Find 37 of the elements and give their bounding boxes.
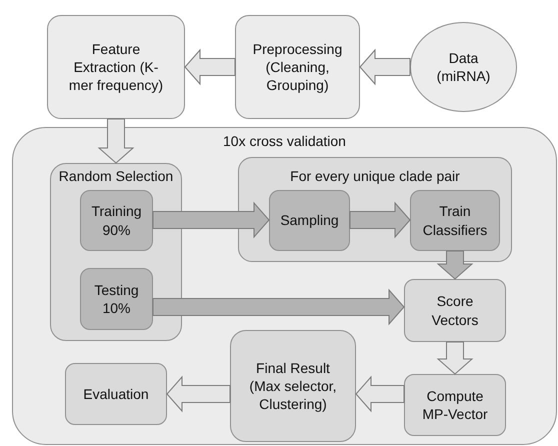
box-label: Data (miRNA) [436,48,492,86]
process-box [65,363,167,425]
process-box [80,268,153,330]
block-arrow [166,376,230,412]
box-label: Train Classifiers [422,202,488,239]
box-label: Testing 10% [93,280,140,318]
box-label: Feature Extraction (K-mer frequency) [68,40,164,94]
group-panel [50,163,182,341]
box-label: Compute MP-Vector [421,386,489,424]
process-box [235,15,360,119]
process-box [410,190,500,251]
group-panel [238,157,512,262]
box-label: Score Vectors [430,292,480,329]
process-box [230,330,356,442]
block-arrow [436,250,474,280]
group-heading: For every unique clade pair [289,167,461,186]
block-arrow [359,48,410,86]
block-arrow [355,376,404,412]
process-box [269,190,350,251]
group-panel [12,127,557,445]
process-box [404,279,506,342]
box-label: Training 90% [90,202,143,239]
group-heading: 10x cross validation [222,132,347,150]
group-heading: Random Selection [58,167,174,186]
block-arrow [152,202,270,238]
box-label: Final Result (Max selector, Clustering) [248,358,338,414]
box-label: Preprocessing (Cleaning, Grouping) [252,40,344,94]
block-arrow [436,342,474,375]
block-arrow [98,118,134,164]
block-arrow [350,202,411,238]
process-box [47,15,185,119]
box-label: Evaluation [83,384,149,404]
block-arrow [184,48,236,86]
box-label: Sampling [280,211,339,230]
block-arrow [152,288,405,326]
process-box [404,374,506,436]
process-box [80,190,153,251]
